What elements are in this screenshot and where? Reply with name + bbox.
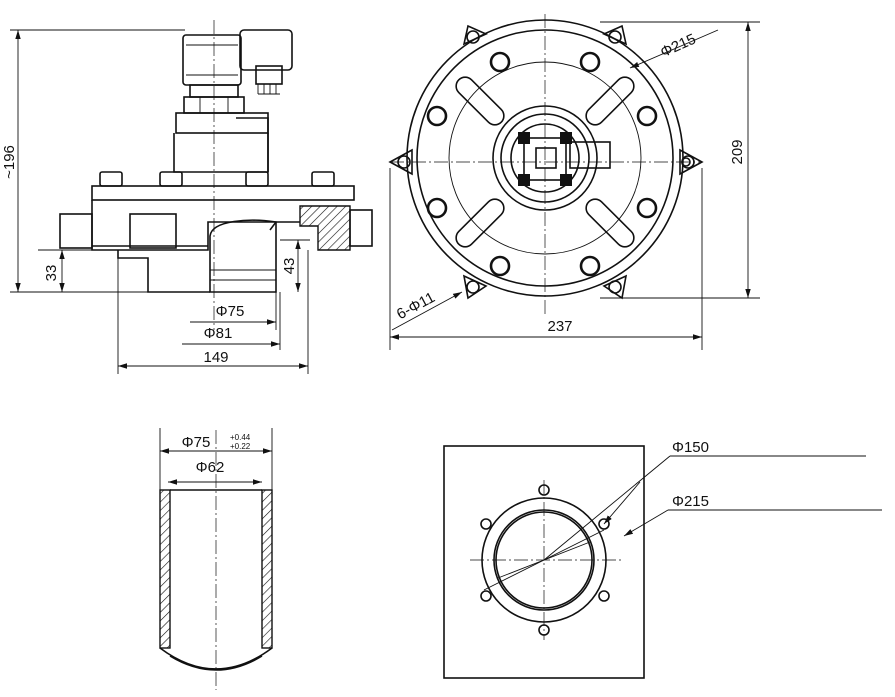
mounting-plate: Φ150 Φ215 xyxy=(443,439,882,679)
pipe-inner-diameter-label: Φ62 xyxy=(196,459,225,476)
top-width-label: 237 xyxy=(547,318,572,335)
outlet-diameter-label: Φ75 xyxy=(216,303,245,320)
front-view: ~196 33 43 Φ75 Φ81 149 xyxy=(1,20,373,374)
base-height-label: 33 xyxy=(43,265,60,282)
mounting-ears xyxy=(388,24,704,300)
top-view: Φ215 209 6-Φ11 237 xyxy=(388,14,760,350)
plate-inner-diameter-label: Φ150 xyxy=(672,439,709,456)
flange-diameter-label: Φ81 xyxy=(204,325,233,342)
solenoid-coil xyxy=(182,29,293,114)
height-dimension-label: ~196 xyxy=(1,145,18,179)
plate-bolt-holes xyxy=(480,484,610,636)
top-height-label: 209 xyxy=(729,139,746,164)
tolerance-upper: +0.44 xyxy=(230,433,251,442)
front-width-label: 149 xyxy=(203,349,228,366)
plate-bolt-circle-label: Φ215 xyxy=(672,493,709,510)
ribs xyxy=(455,76,635,248)
outlet-height-label: 43 xyxy=(281,258,298,275)
hole-pattern-label: 6-Φ11 xyxy=(394,289,438,323)
pipe-view: Φ75 +0.44 +0.22 Φ62 xyxy=(159,428,273,690)
top-outer-diameter-label: Φ215 xyxy=(658,31,699,62)
center-pilot xyxy=(518,132,691,186)
pipe-outer-diameter-label: Φ75 xyxy=(182,434,211,451)
bolt-holes xyxy=(426,51,658,277)
valve-bonnet xyxy=(59,112,373,293)
tolerance-lower: +0.22 xyxy=(230,442,251,451)
